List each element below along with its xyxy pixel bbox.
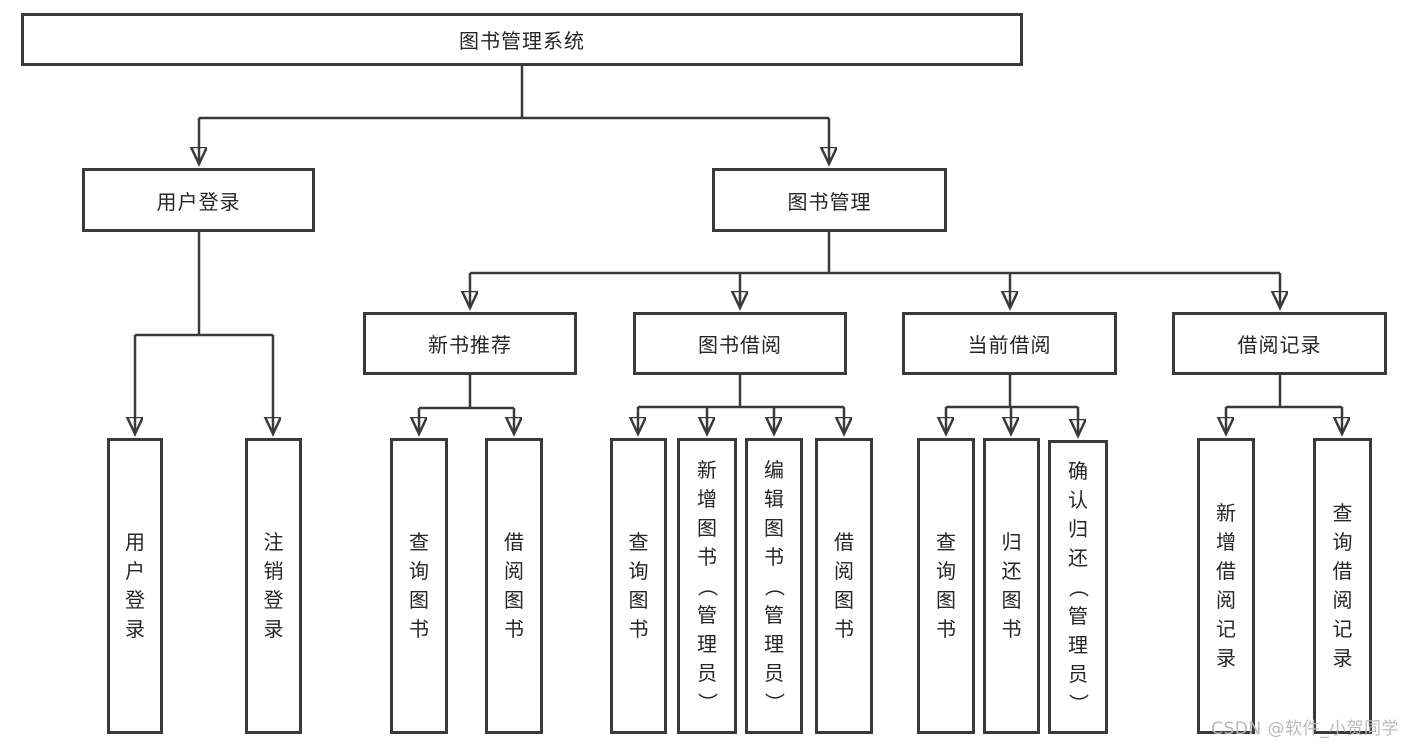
vertical-label-char: 阅 xyxy=(834,559,854,583)
vertical-label-char: 借 xyxy=(1216,559,1236,583)
leaf-current-query-books: 查询图书 xyxy=(917,438,975,734)
vertical-label-char: 还 xyxy=(1001,559,1022,583)
vertical-label-char: 管 xyxy=(697,602,717,627)
node-label: 图书管理系统 xyxy=(459,29,585,53)
vertical-label-char: （ xyxy=(1066,577,1091,597)
vertical-label-char: （ xyxy=(762,576,787,596)
node-label: 用户登录 xyxy=(156,189,241,214)
vertical-label-char: 查 xyxy=(409,530,429,554)
vertical-label-char: 书 xyxy=(504,617,524,641)
vertical-label-char: 确 xyxy=(1068,458,1088,483)
vertical-label-char: 用 xyxy=(125,530,145,554)
node-label: 图书管理 xyxy=(787,189,872,214)
vertical-label-char: 记 xyxy=(1332,617,1353,641)
leaf-logout: 注销登录 xyxy=(245,438,302,734)
vertical-label-char: 管 xyxy=(1068,603,1088,628)
vertical-label-char: 阅 xyxy=(1332,588,1353,612)
vertical-label-char: 录 xyxy=(1332,646,1353,670)
watermark: CSDN @软件_小贺同学 xyxy=(1211,719,1399,739)
vertical-label-char: 注 xyxy=(263,530,284,554)
vertical-label-char: 理 xyxy=(1068,632,1088,657)
vertical-label-char: 书 xyxy=(936,617,956,641)
vertical-label-char: （ xyxy=(695,576,720,596)
vertical-label-char: 增 xyxy=(697,486,717,511)
vertical-label-char: 书 xyxy=(764,544,784,569)
vertical-label-char: 查 xyxy=(1332,501,1353,525)
vertical-label-char: 增 xyxy=(1216,530,1236,554)
vertical-label-char: 借 xyxy=(504,530,524,554)
vertical-label-char: 录 xyxy=(263,617,284,641)
vertical-label-char: 询 xyxy=(1332,530,1353,554)
vertical-label-char: 编 xyxy=(764,457,784,482)
vertical-label-char: 询 xyxy=(409,559,429,583)
vertical-label-char: 员 xyxy=(1068,661,1088,686)
vertical-label-char: 还 xyxy=(1068,545,1088,570)
vertical-label-char: 登 xyxy=(125,588,145,612)
vertical-label-char: ） xyxy=(1066,693,1091,713)
vertical-label-char: 记 xyxy=(1216,617,1236,641)
vertical-label-char: 员 xyxy=(697,660,717,685)
leaf-current-return-books: 归还图书 xyxy=(983,438,1040,734)
vertical-label-char: 图 xyxy=(764,515,784,540)
vertical-label-char: 辑 xyxy=(764,486,784,511)
vertical-label-char: 图 xyxy=(628,588,649,612)
vertical-label-char: 管 xyxy=(764,602,784,627)
node-library-management-system: 图书管理系统 xyxy=(21,13,1023,66)
node-label: 借阅记录 xyxy=(1237,333,1322,357)
vertical-label-char: 图 xyxy=(697,515,717,540)
vertical-label-char: 户 xyxy=(125,559,145,583)
leaf-borrow-borrow-books: 借阅图书 xyxy=(815,438,873,734)
node-label: 当前借阅 xyxy=(967,333,1052,357)
node-borrow-records: 借阅记录 xyxy=(1172,312,1387,375)
vertical-label-char: 阅 xyxy=(1216,588,1236,612)
leaf-current-confirm-return-admin: 确认归还 （ 管理员 ） xyxy=(1048,440,1108,734)
vertical-label-char: 归 xyxy=(1001,530,1022,554)
vertical-label-char: 书 xyxy=(697,544,717,569)
node-label: 新书推荐 xyxy=(428,333,512,357)
node-label: 图书借阅 xyxy=(698,333,782,357)
vertical-label-char: 书 xyxy=(628,617,649,641)
vertical-label-char: 询 xyxy=(936,559,956,583)
node-new-book-recommend: 新书推荐 xyxy=(363,312,577,375)
vertical-label-char: 书 xyxy=(1001,617,1022,641)
leaf-user-login: 用户登录 xyxy=(107,438,163,734)
vertical-label-char: 借 xyxy=(834,530,854,554)
vertical-label-char: 归 xyxy=(1068,516,1088,541)
leaf-recommend-query-books: 查询图书 xyxy=(390,438,448,734)
vertical-label-char: 询 xyxy=(628,559,649,583)
vertical-label-char: 销 xyxy=(263,559,284,583)
leaf-borrow-edit-books-admin: 编辑图书 （ 管理员 ） xyxy=(745,438,803,734)
vertical-label-char: 图 xyxy=(936,588,956,612)
vertical-label-char: 新 xyxy=(1216,501,1236,525)
vertical-label-char: 图 xyxy=(409,588,429,612)
vertical-label-char: 查 xyxy=(628,530,649,554)
vertical-label-char: 理 xyxy=(764,631,784,656)
node-current-borrow: 当前借阅 xyxy=(902,312,1117,375)
vertical-label-char: ） xyxy=(695,692,720,712)
vertical-label-char: 阅 xyxy=(504,559,524,583)
vertical-label-char: 录 xyxy=(1216,646,1236,670)
leaf-borrow-add-books-admin: 新增图书 （ 管理员 ） xyxy=(677,438,737,734)
vertical-label-char: 认 xyxy=(1068,487,1088,512)
leaf-recommend-borrow-books: 借阅图书 xyxy=(485,438,543,734)
vertical-label-char: 新 xyxy=(697,457,717,482)
vertical-label-char: 图 xyxy=(504,588,524,612)
node-book-management: 图书管理 xyxy=(712,168,947,232)
node-user-login: 用户登录 xyxy=(82,168,315,232)
vertical-label-char: ） xyxy=(762,692,787,712)
vertical-label-char: 图 xyxy=(1001,588,1022,612)
leaf-records-query-record: 查询借阅记录 xyxy=(1313,438,1372,734)
vertical-label-char: 书 xyxy=(409,617,429,641)
leaf-records-add-record: 新增借阅记录 xyxy=(1197,438,1255,734)
vertical-label-char: 员 xyxy=(764,660,784,685)
vertical-label-char: 书 xyxy=(834,617,854,641)
node-book-borrow: 图书借阅 xyxy=(633,312,847,375)
vertical-label-char: 借 xyxy=(1332,559,1353,583)
vertical-label-char: 理 xyxy=(697,631,717,656)
vertical-label-char: 图 xyxy=(834,588,854,612)
vertical-label-char: 查 xyxy=(936,530,956,554)
vertical-label-char: 录 xyxy=(125,617,145,641)
leaf-borrow-query-books: 查询图书 xyxy=(610,438,667,734)
vertical-label-char: 登 xyxy=(263,588,284,612)
